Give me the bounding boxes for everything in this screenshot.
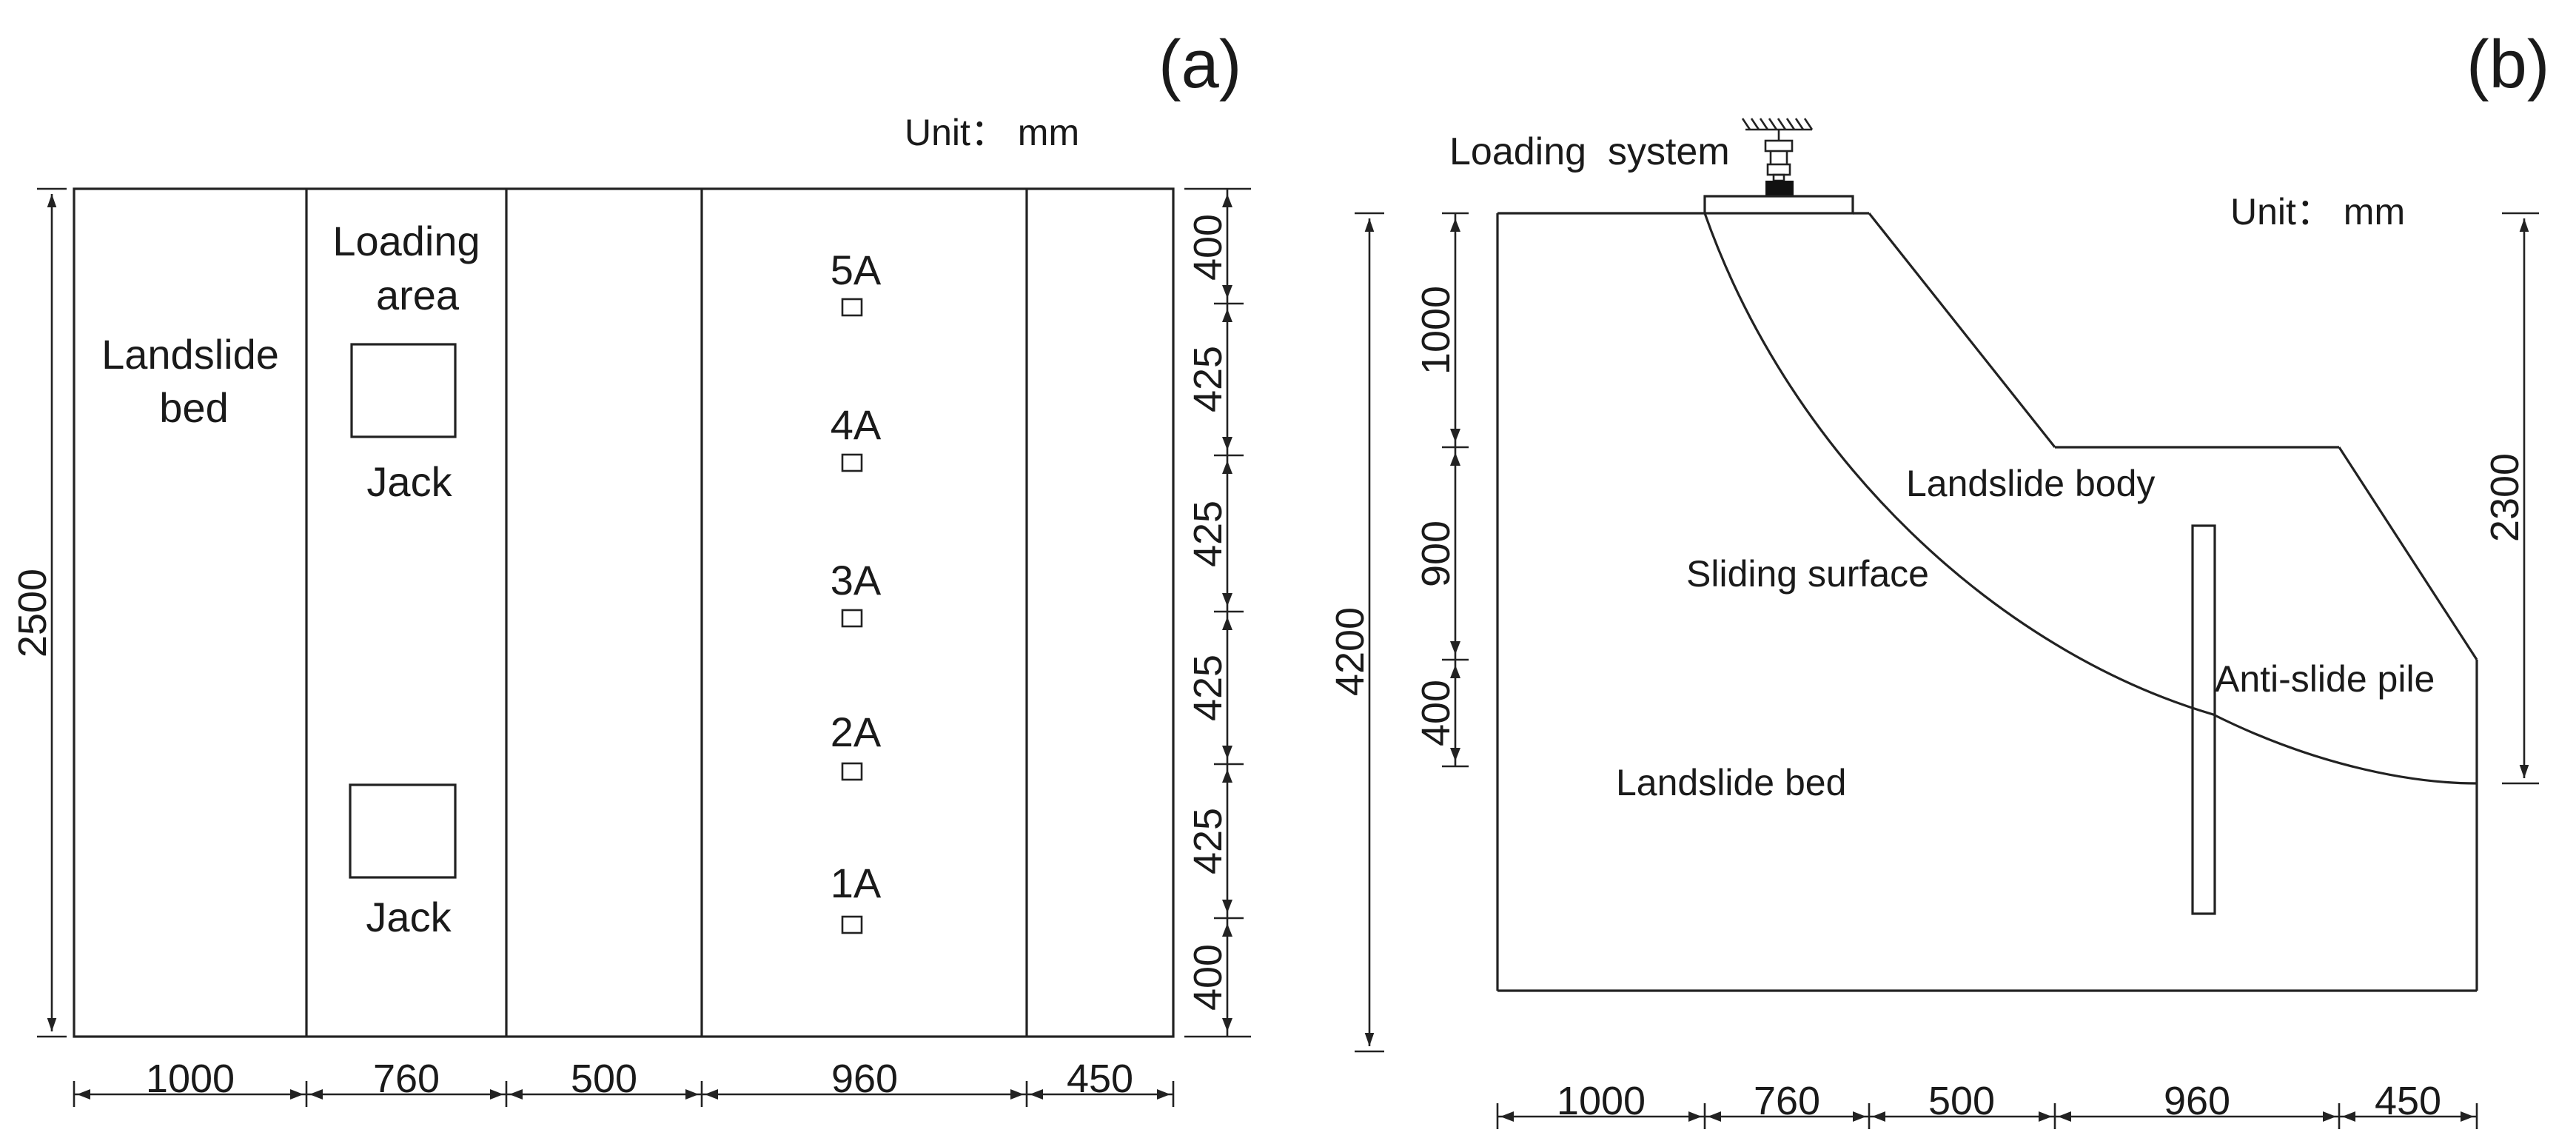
panel-a-label: (a): [1158, 27, 1241, 102]
dimension-total-height: 4200: [1328, 212, 1384, 1053]
dimension-label: 960: [831, 1057, 898, 1101]
panel-a-unit: Unit： mm: [905, 112, 1079, 153]
anti-slide-pile-label: Anti-slide pile: [2215, 658, 2435, 700]
sensor-marker: [841, 453, 863, 472]
dimension-right-chain: 400 425 425 425 425 400: [1184, 187, 1251, 1038]
jack-label: Jack: [366, 894, 452, 940]
landslide-bed-label: bed: [159, 384, 228, 431]
panel-b: (b) Unit： mm Loading system: [1328, 27, 2549, 1129]
loading-area-label: area: [376, 272, 460, 318]
sliding-surface-label: Sliding surface: [1686, 553, 1929, 595]
dimension-label: 4200: [1328, 607, 1372, 696]
dimension-bottom-chain: 1000 760 500 960 450: [73, 1057, 1175, 1107]
dimension-label: 760: [373, 1057, 440, 1101]
dimension-left-chain: 1000 900 400: [1414, 212, 1469, 768]
dimension-label: 400: [1186, 944, 1230, 1011]
jack-label: Jack: [366, 458, 452, 505]
sensor-label: 5A: [831, 247, 882, 293]
dimension-label: 500: [1928, 1079, 1995, 1123]
landslide-bed-label: Landslide: [101, 331, 279, 378]
dimension-bottom-chain: 1000 760 500 960 450: [1496, 1079, 2478, 1129]
sensor-marker: [841, 762, 863, 781]
sensor-label: 1A: [831, 860, 882, 906]
landslide-body-label: Landslide body: [1906, 463, 2155, 504]
dimension-label: 1000: [146, 1057, 235, 1101]
dimension-label: 960: [2164, 1079, 2230, 1123]
loading-system-icon: [1741, 118, 1814, 182]
dimension-label: 400: [1414, 680, 1458, 746]
sensor-marker: [841, 915, 863, 934]
dimension-label: 1000: [1414, 286, 1458, 375]
dimension-label: 425: [1186, 346, 1230, 412]
jack-box: [350, 343, 457, 438]
dimension-label: 1000: [1557, 1079, 1646, 1123]
sensor-label: 2A: [831, 709, 882, 755]
dimension-label: 900: [1414, 521, 1458, 587]
dimension-label: 500: [571, 1057, 637, 1101]
dimension-label: 425: [1186, 655, 1230, 721]
dimension-label: 760: [1754, 1079, 1820, 1123]
sensor-column: 5A 4A 3A 2A 1A: [831, 247, 882, 934]
dimension-label: 2300: [2483, 453, 2527, 542]
dimension-label: 450: [1067, 1057, 1133, 1101]
sensor-marker: [841, 298, 863, 317]
dimension-total-height: 2500: [10, 187, 67, 1038]
plan-outline: [73, 187, 1175, 1038]
landslide-bed-label: Landslide bed: [1616, 762, 1846, 803]
loading-block: [1765, 181, 1794, 195]
sensor-marker: [841, 609, 863, 628]
dimension-label: 400: [1186, 214, 1230, 281]
slope-outline: [1496, 212, 2478, 992]
sliding-surface-curve: [1703, 213, 2478, 785]
loading-system-label: Loading system: [1449, 130, 1730, 173]
sensor-label: 4A: [831, 401, 882, 448]
dimension-label: 450: [2375, 1079, 2441, 1123]
loading-area-label: Loading: [332, 218, 480, 264]
sensor-label: 3A: [831, 557, 882, 603]
panel-a: (a) Unit： mm Landslide bed Loading area …: [10, 27, 1251, 1107]
dimension-label: 2500: [10, 569, 55, 658]
jack-box: [349, 783, 457, 879]
dimension-label: 425: [1186, 501, 1230, 567]
panel-b-label: (b): [2466, 27, 2549, 102]
panel-b-unit: Unit： mm: [2230, 191, 2405, 232]
loading-plate: [1703, 195, 1854, 215]
anti-slide-pile: [2191, 524, 2216, 915]
dimension-label: 425: [1186, 808, 1230, 874]
dimension-right-height: 2300: [2483, 212, 2539, 785]
